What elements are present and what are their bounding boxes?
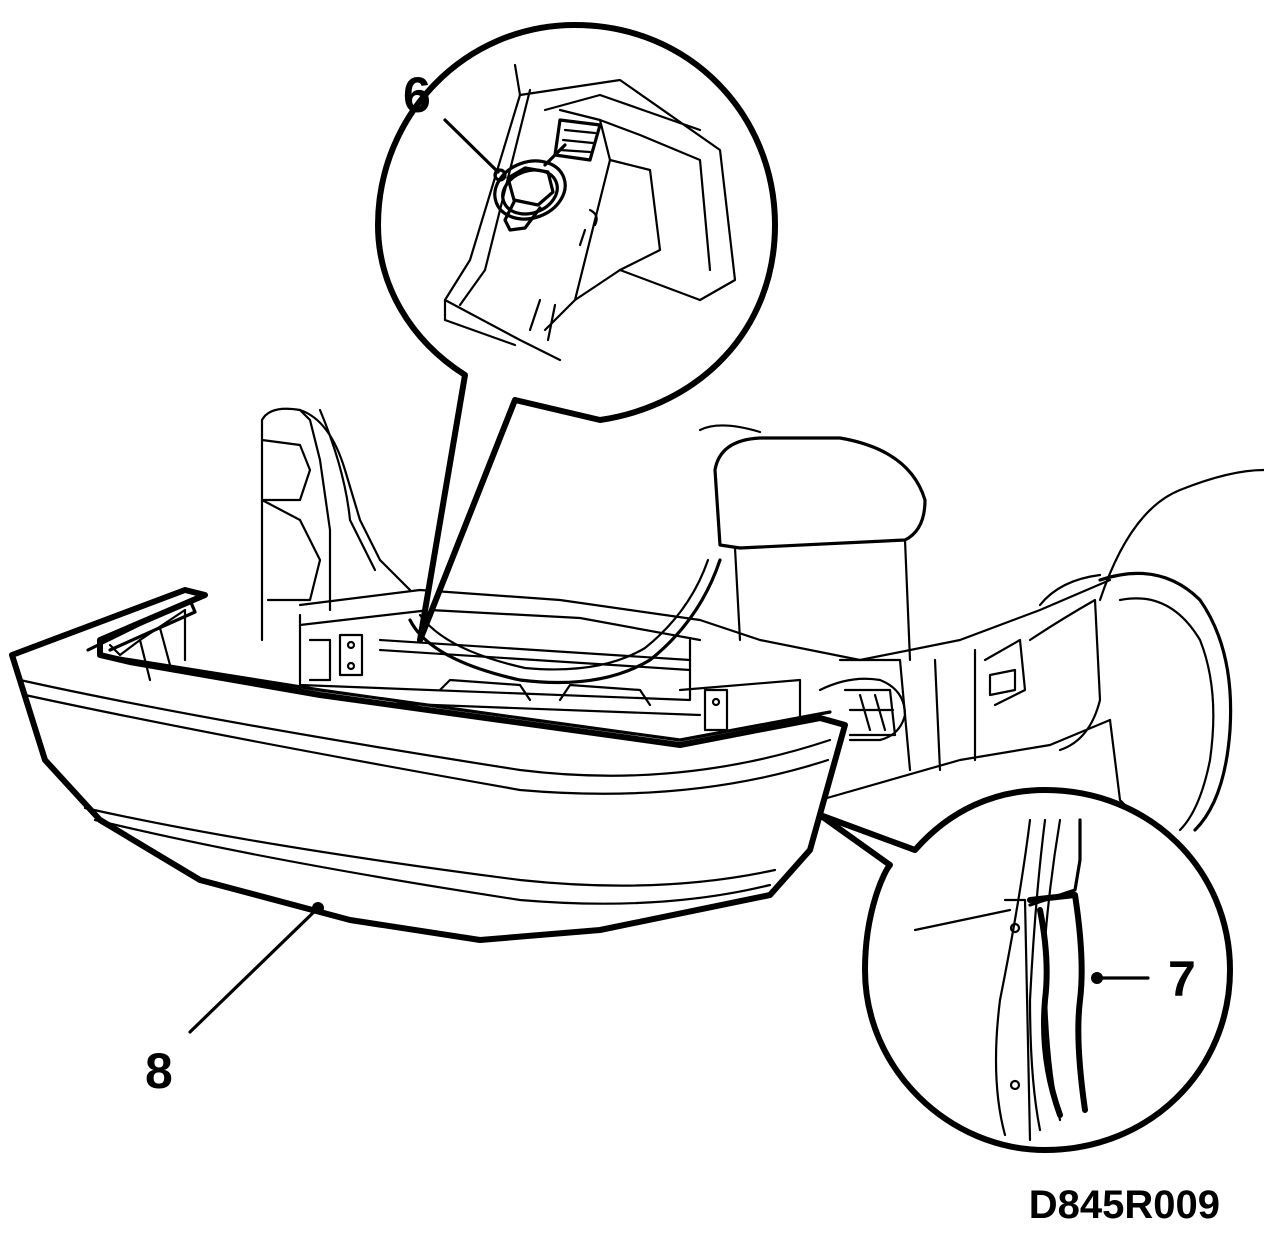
callout-8: 8 (145, 1043, 173, 1099)
callout-7: 7 (1168, 951, 1196, 1007)
nut-detail-magnifier (375, 22, 778, 643)
figure-id: D845R009 (1029, 1183, 1220, 1227)
rear-bumper-drawing (9, 587, 848, 943)
car-body (260, 407, 1264, 832)
bumper-leader (188, 902, 324, 1034)
trim-strip-detail-magnifier (817, 787, 1233, 1153)
callout-6: 6 (403, 67, 431, 123)
